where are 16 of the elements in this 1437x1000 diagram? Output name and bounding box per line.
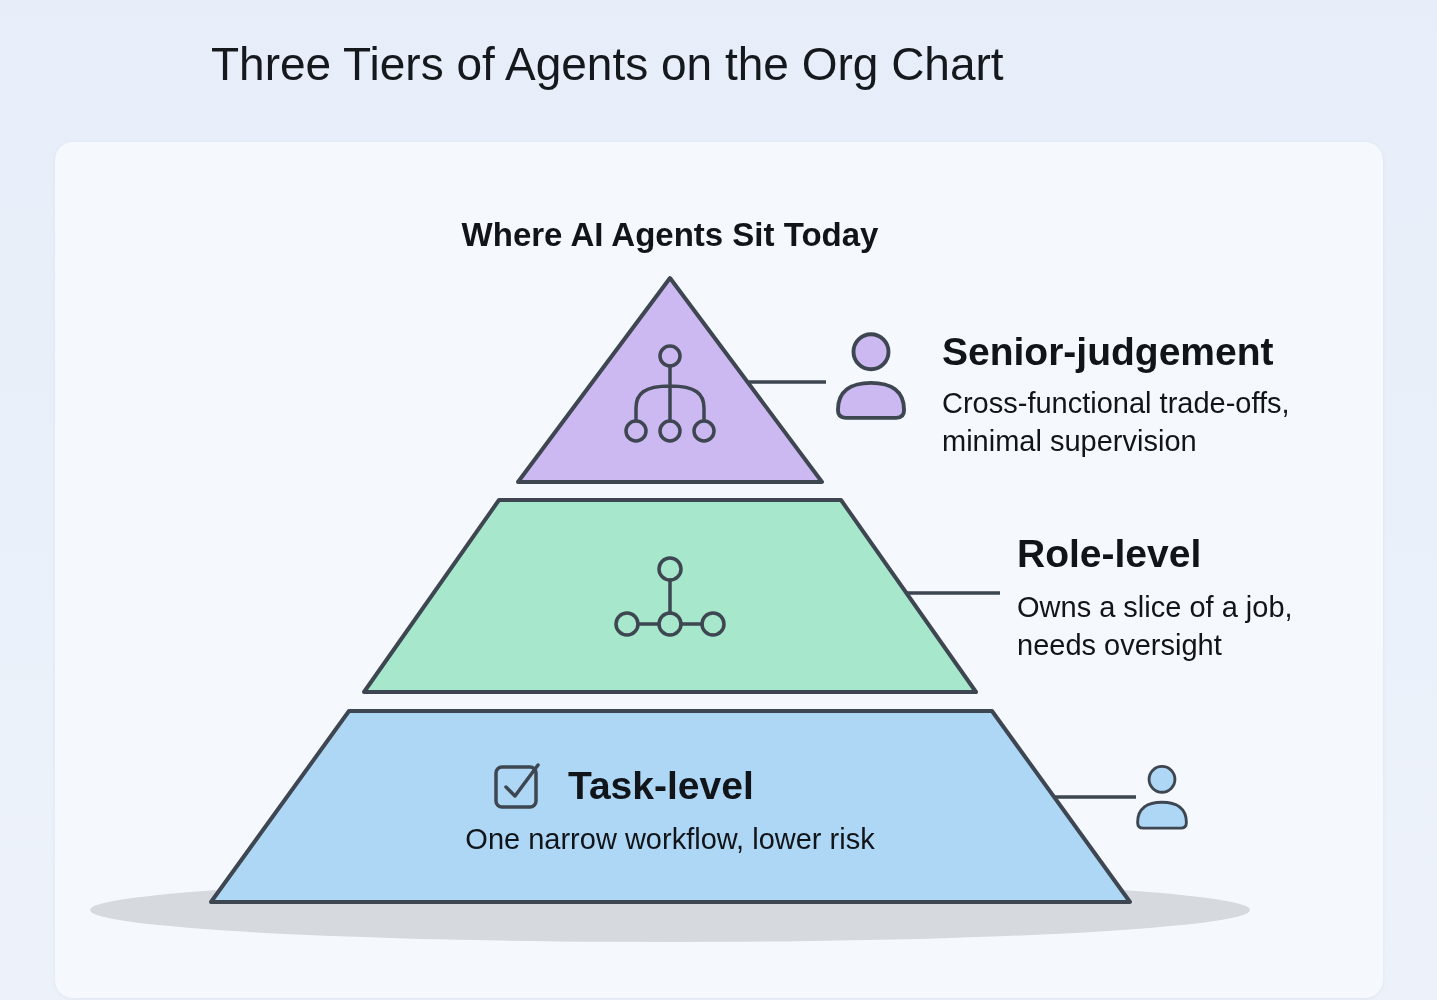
- person-icon: [1136, 765, 1188, 831]
- page-title: Three Tiers of Agents on the Org Chart: [211, 37, 1004, 92]
- tier-title: Role-level: [1017, 531, 1202, 577]
- pyramid-tier: [362, 498, 978, 694]
- tier-description: Cross-functional trade-offs, minimal supervision: [942, 386, 1291, 459]
- tier-title: Senior-judgement: [942, 329, 1274, 375]
- tier-title: Task-level: [568, 763, 754, 809]
- leader-line: [1054, 795, 1136, 799]
- leader-line: [747, 380, 826, 384]
- leader-line: [906, 591, 1000, 595]
- pyramid-tier: [516, 276, 824, 484]
- tier-description: One narrow workflow, lower risk: [465, 822, 875, 857]
- tier-description: Owns a slice of a job, needs oversight: [1017, 590, 1294, 663]
- content-panel: [55, 142, 1383, 998]
- pyramid-tier: [209, 709, 1132, 904]
- panel-heading: Where AI Agents Sit Today: [461, 215, 879, 255]
